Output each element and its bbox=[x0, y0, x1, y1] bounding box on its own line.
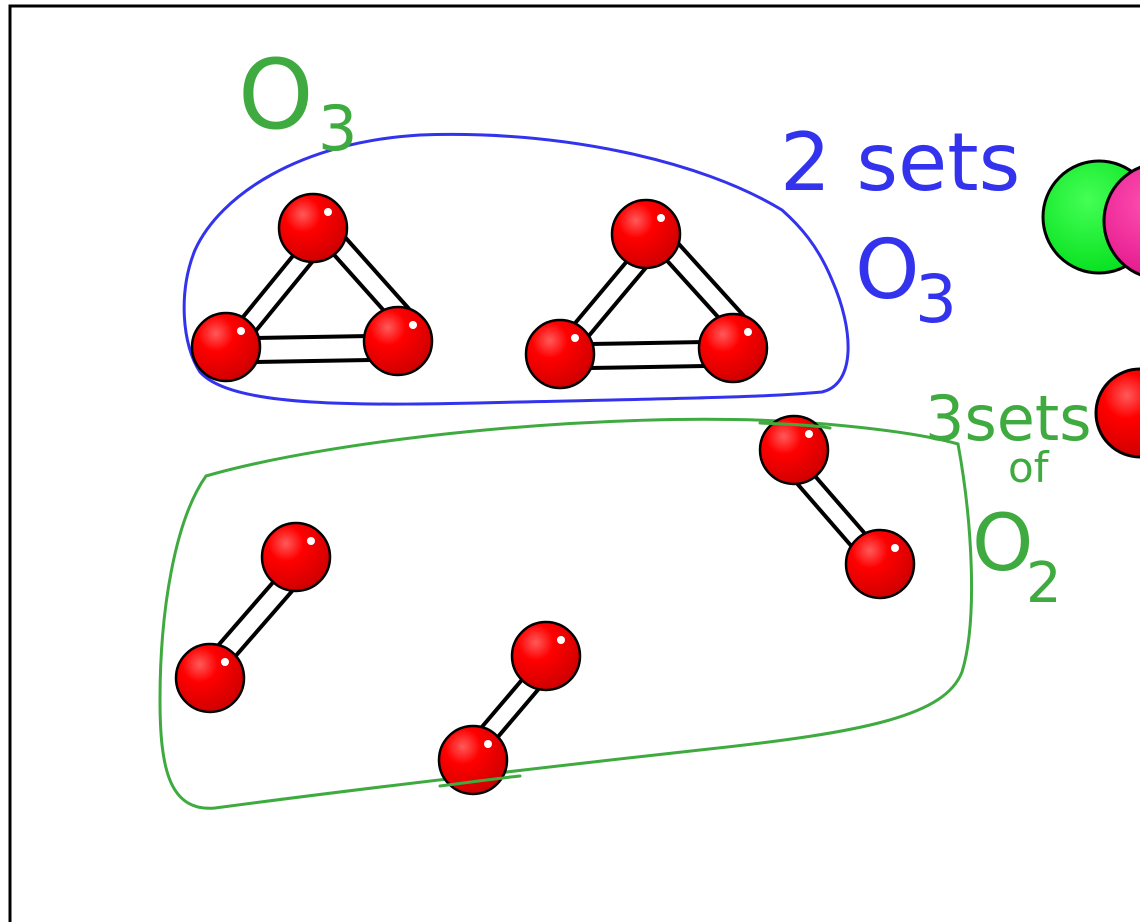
oxygen-atom bbox=[277, 192, 349, 264]
bond bbox=[588, 340, 707, 346]
o3-count-label: 2 sets bbox=[780, 116, 1020, 209]
oxygen-atom bbox=[437, 724, 509, 796]
bonds bbox=[200, 234, 876, 760]
bond bbox=[659, 252, 730, 330]
page-border bbox=[8, 4, 1140, 922]
o3-formula-subscript: 3 bbox=[915, 261, 957, 338]
oxygen-atom bbox=[260, 521, 332, 593]
oxygen-atom bbox=[844, 528, 916, 600]
o3-title-letter: O bbox=[238, 39, 314, 151]
bond bbox=[253, 358, 372, 364]
bond bbox=[248, 254, 319, 340]
bond bbox=[342, 234, 412, 312]
oxygen-atom bbox=[697, 312, 769, 384]
o2-of-label: of bbox=[1008, 443, 1050, 492]
o2-outline-overlap bbox=[438, 774, 522, 788]
o2-group-outline bbox=[158, 417, 974, 810]
o2-outline-overlap bbox=[758, 421, 832, 430]
oxygen-atom bbox=[524, 318, 596, 390]
red-sphere-icon bbox=[1094, 367, 1140, 459]
atoms bbox=[174, 192, 916, 796]
bond bbox=[232, 244, 303, 330]
magenta-sphere-icon bbox=[1102, 165, 1140, 277]
o3-title-subscript: 3 bbox=[318, 92, 357, 165]
bond bbox=[253, 334, 372, 340]
bond bbox=[588, 364, 707, 370]
o2-formula-letter: O bbox=[972, 499, 1033, 589]
bond bbox=[564, 252, 635, 336]
o2-formula-subscript: 2 bbox=[1026, 551, 1062, 616]
bond bbox=[580, 262, 651, 346]
bond bbox=[675, 240, 746, 318]
o3-formula-letter: O bbox=[855, 223, 920, 318]
oxygen-atom bbox=[758, 414, 830, 486]
bond bbox=[806, 466, 876, 546]
oxygen-atom bbox=[362, 305, 434, 377]
oxygen-atom bbox=[174, 642, 246, 714]
oxygen-atom bbox=[610, 198, 682, 270]
o3-group-outline bbox=[182, 133, 850, 406]
oxygen-atom bbox=[510, 620, 582, 692]
bond bbox=[792, 478, 862, 558]
oxygen-atom bbox=[190, 311, 262, 383]
legend-spheres bbox=[1041, 159, 1140, 459]
o2-count-label: 3sets bbox=[925, 382, 1092, 455]
